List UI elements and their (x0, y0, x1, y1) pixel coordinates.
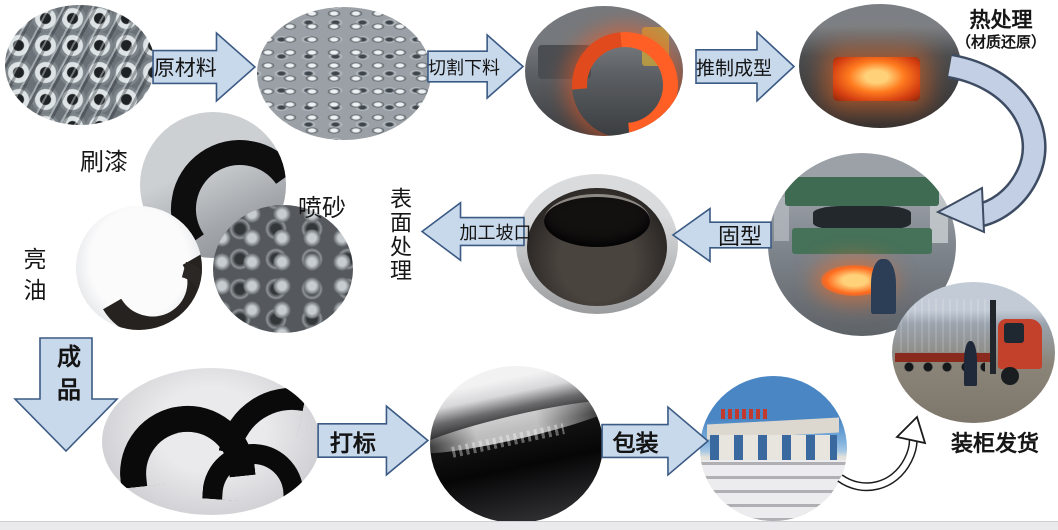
forklift-cab-detail (1004, 322, 1025, 343)
packing-warehouse-photo (700, 376, 847, 521)
bottom-edge-bar (0, 521, 1058, 530)
forming-machine-detail (641, 26, 669, 66)
right-arrow-icon (601, 405, 709, 477)
forklift-mast-detail (989, 300, 997, 374)
sizing-press-photo (768, 153, 956, 336)
step-label-fix-shape: 固型 (717, 224, 762, 249)
label-sandblast: 喷砂 (298, 195, 346, 222)
cut-tubes-photo (257, 7, 431, 140)
trailer-detail (895, 352, 997, 363)
varnished-elbows-photo (76, 206, 202, 330)
label-container-shipping: 装柜发货 (951, 431, 1040, 456)
push-forming-photo (525, 6, 683, 136)
label-paint: 刷漆 (80, 149, 128, 176)
raw-pipes-photo (5, 5, 155, 125)
label-surface-treatment: 表面处理 (387, 187, 412, 283)
curved-arrow-to-shipping (832, 412, 932, 497)
wheels-detail (900, 362, 985, 377)
press-beam-detail (784, 176, 940, 207)
curved-arrow-icon (935, 53, 1047, 234)
window-detail (773, 196, 789, 241)
arrow-packing: 包装 (601, 405, 709, 477)
left-arrow-icon (672, 207, 772, 263)
step-label-push-forming: 推制成型 (696, 58, 773, 79)
right-arrow-icon (152, 31, 256, 103)
press-beam-detail (792, 228, 932, 254)
finished-elbows-photo (102, 368, 320, 515)
arrow-cutting: 切割下料 (427, 33, 524, 100)
arrow-marking: 打标 (317, 404, 429, 477)
step-label-marking: 打标 (329, 429, 376, 456)
curved-arrow-heat-to-press (930, 52, 1058, 237)
label-varnish: 亮油 (20, 247, 46, 309)
arrow-bevel-machining: 加工坡口 (421, 201, 532, 262)
sandblasted-elbows-photo (213, 205, 353, 333)
forming-frame-detail (537, 45, 592, 79)
fitting-mouth-detail (543, 193, 651, 247)
worker-detail (871, 259, 896, 315)
down-arrow-icon (14, 337, 118, 453)
beveled-fitting-photo (516, 174, 678, 314)
arrow-raw-material: 原材料 (152, 31, 256, 103)
arrow-push-forming: 推制成型 (695, 30, 795, 103)
right-arrow-icon (427, 33, 524, 100)
furnace-glow-detail (833, 57, 921, 101)
press-die-detail (813, 206, 911, 230)
arrow-finished-product: 成品 (14, 337, 118, 453)
step-label-cutting: 切割下料 (427, 57, 500, 78)
right-arrow-icon (317, 404, 429, 477)
label-heat-treatment: 热处理 (969, 9, 1033, 32)
step-label-raw-material: 原材料 (153, 56, 217, 80)
container-loading-photo (892, 282, 1055, 423)
curved-arrow-icon (837, 415, 927, 492)
roof-sign-detail (720, 409, 768, 420)
furnace-photo (799, 4, 961, 128)
label-heat-treatment-note: （材质还原） (955, 34, 1046, 52)
container-detail (900, 298, 992, 353)
label-heat-treatment-group: 热处理 （材质还原） (944, 8, 1058, 53)
step-label-finished-product: 成品 (52, 344, 79, 410)
step-label-bevel-machining: 加工坡口 (459, 222, 532, 243)
forklift-wheel-detail (1001, 366, 1020, 385)
left-arrow-icon (421, 201, 525, 262)
worker-detail (963, 341, 977, 387)
marked-elbow-photo (430, 366, 603, 523)
wrapped-pallets-detail (700, 460, 847, 521)
right-arrow-icon (695, 30, 795, 103)
arrow-fix-shape: 固型 (672, 207, 772, 263)
doors-detail (710, 435, 837, 461)
step-label-packing: 包装 (612, 430, 659, 456)
